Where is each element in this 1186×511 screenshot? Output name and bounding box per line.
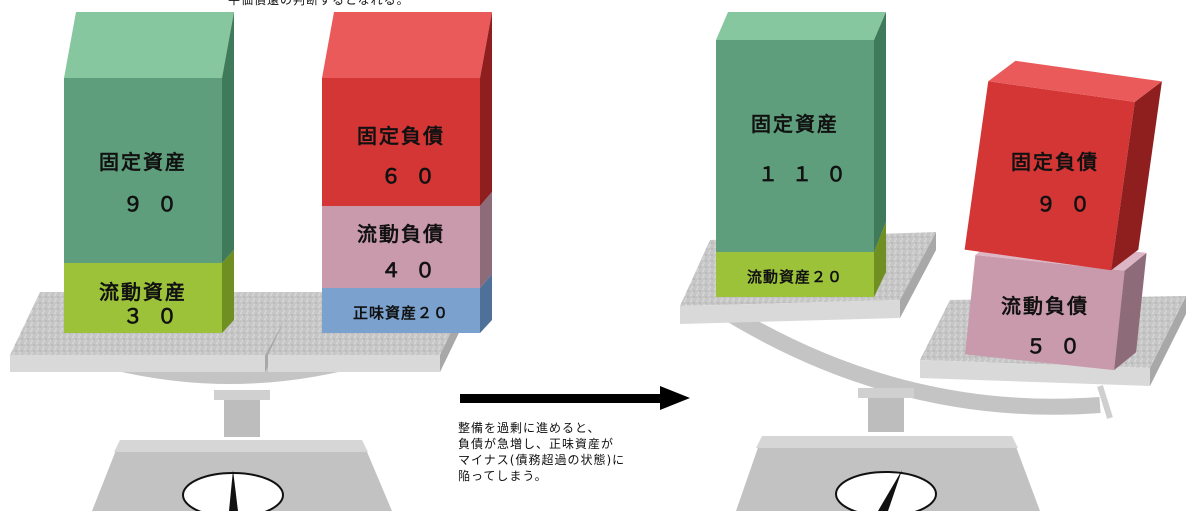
after-current-assets-block bbox=[716, 252, 874, 297]
note-line: 整備を過剰に進めると、 bbox=[458, 421, 601, 435]
note-line: 陥ってしまう。 bbox=[458, 469, 548, 483]
after-fixed-liab-label: 固定負債 bbox=[1011, 150, 1099, 174]
right-scale-post bbox=[868, 392, 904, 432]
left-current-assets-block bbox=[64, 263, 222, 333]
left-fixed-liab-block bbox=[322, 78, 480, 206]
left-scale-post bbox=[224, 395, 260, 437]
after-fixed-assets-label: 固定資産 bbox=[751, 112, 839, 136]
after-fixed-assets-value: １１０ bbox=[758, 162, 860, 186]
explanation-note: 整備を過剰に進めると、 負債が急増し、正味資産が マイナス(債務超過の状態)に … bbox=[458, 420, 708, 484]
note-line: マイナス(債務超過の状態)に bbox=[458, 453, 626, 467]
before-fixed-liab-label: 固定負債 bbox=[357, 124, 445, 148]
left-fixed-assets-block bbox=[64, 78, 222, 263]
left-dial-needle bbox=[229, 470, 238, 511]
before-fixed-assets-label: 固定資産 bbox=[99, 150, 187, 174]
note-line: 負債が急増し、正味資産が bbox=[458, 437, 615, 451]
after-fixed-liab-value: ９０ bbox=[1036, 192, 1104, 216]
before-current-liab-label: 流動負債 bbox=[357, 222, 445, 246]
after-fixed-assets-block bbox=[716, 40, 874, 252]
left-current-liab-block bbox=[322, 206, 480, 288]
before-fixed-liab-value: ６０ bbox=[381, 164, 449, 188]
arrow-head bbox=[660, 386, 690, 410]
after-current-assets-label: 流動資産２０ bbox=[746, 268, 843, 286]
right-dial-needle bbox=[878, 470, 902, 511]
after-current-liab-value: ５０ bbox=[1026, 334, 1094, 358]
left-net-assets-block bbox=[322, 288, 480, 333]
before-current-assets-label: 流動資産 bbox=[99, 280, 187, 304]
before-fixed-assets-value: ９０ bbox=[123, 192, 191, 216]
before-net-assets-label: 正味資産２０ bbox=[352, 304, 449, 322]
top-caption: 平価償還の判断するとなれる。 bbox=[228, 0, 410, 7]
after-current-liab-block bbox=[964, 254, 1125, 371]
right-dial bbox=[835, 471, 937, 511]
after-current-liab-label: 流動負債 bbox=[1001, 294, 1089, 318]
before-current-liab-value: ４０ bbox=[381, 258, 449, 282]
after-fixed-liab-block bbox=[964, 81, 1135, 271]
arrow-shaft bbox=[460, 394, 660, 403]
before-current-assets-value: ３０ bbox=[123, 304, 191, 328]
